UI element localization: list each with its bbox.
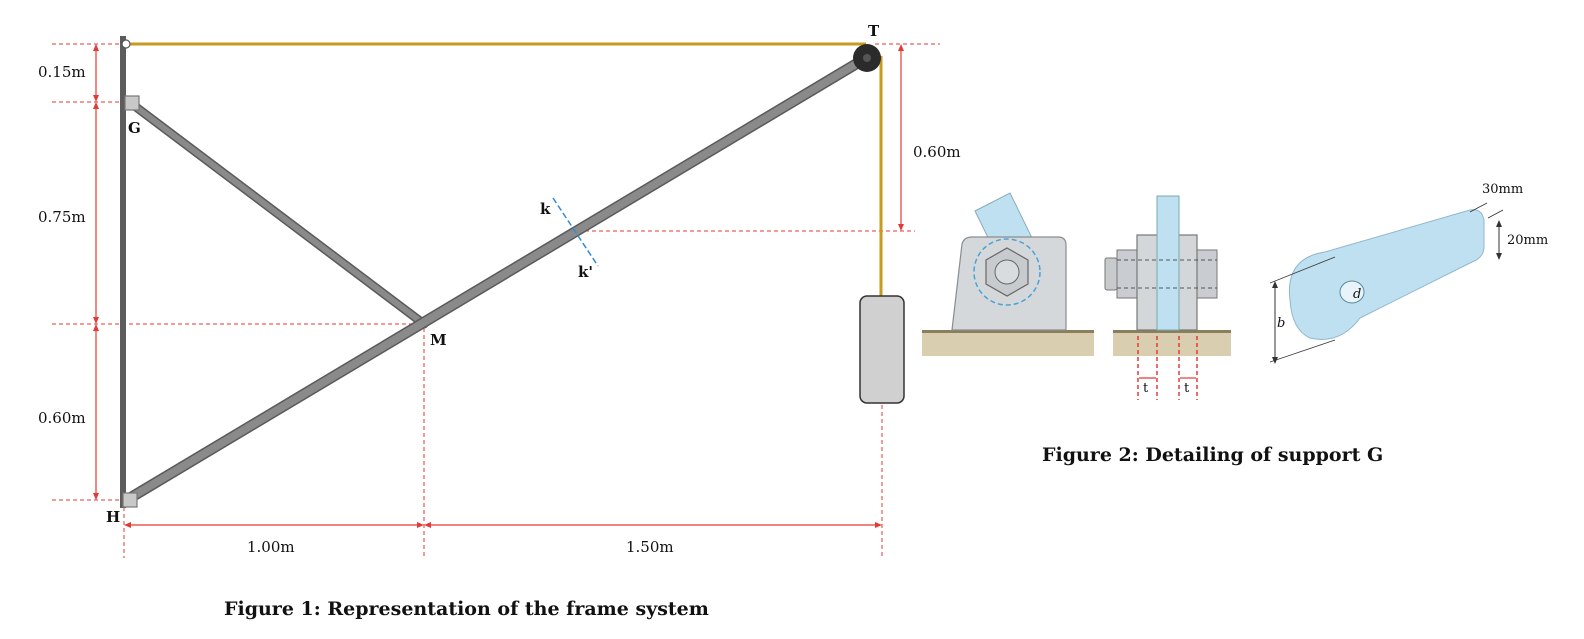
- vertical-dimensions: [93, 44, 904, 500]
- label-d: d: [1353, 287, 1361, 302]
- support-g: [124, 95, 140, 111]
- label-t-right: t: [1184, 381, 1190, 396]
- dim-100: 1.00m: [247, 538, 295, 556]
- label-t-left: t: [1143, 381, 1149, 396]
- dim-060-right: 0.60m: [913, 143, 961, 161]
- reference-lines: [52, 43, 940, 558]
- pulley-t-hub: [863, 54, 871, 62]
- dim-060-left: 0.60m: [38, 409, 86, 427]
- figure2-caption: Figure 2: Detailing of support G: [1042, 444, 1383, 466]
- bracket-side-view: [922, 192, 1094, 356]
- dim-150: 1.50m: [626, 538, 674, 556]
- dim-30mm: 30mm: [1482, 182, 1523, 197]
- support-h: [122, 492, 138, 508]
- section-kk: [552, 197, 599, 267]
- label-b: b: [1277, 316, 1285, 331]
- label-k: k: [540, 200, 551, 218]
- eye-bar: [1269, 202, 1504, 364]
- label-k-prime: k': [578, 263, 593, 281]
- hanging-weight: [859, 295, 905, 404]
- dim-20mm: 20mm: [1507, 233, 1548, 248]
- dim-075: 0.75m: [38, 208, 86, 226]
- label-g: G: [128, 119, 141, 137]
- label-h: H: [106, 508, 120, 526]
- label-t: T: [868, 22, 880, 40]
- member-gm-inner: [129, 101, 427, 327]
- figure1-caption: Figure 1: Representation of the frame sy…: [224, 598, 709, 620]
- member-ht-inner: [126, 54, 870, 502]
- label-m: M: [430, 331, 447, 349]
- bracket-front-view: [1104, 195, 1231, 400]
- top-hinge: [121, 39, 131, 49]
- vertical-wall: [120, 36, 126, 508]
- dim-015: 0.15m: [38, 63, 86, 81]
- horizontal-dimensions: [124, 522, 882, 528]
